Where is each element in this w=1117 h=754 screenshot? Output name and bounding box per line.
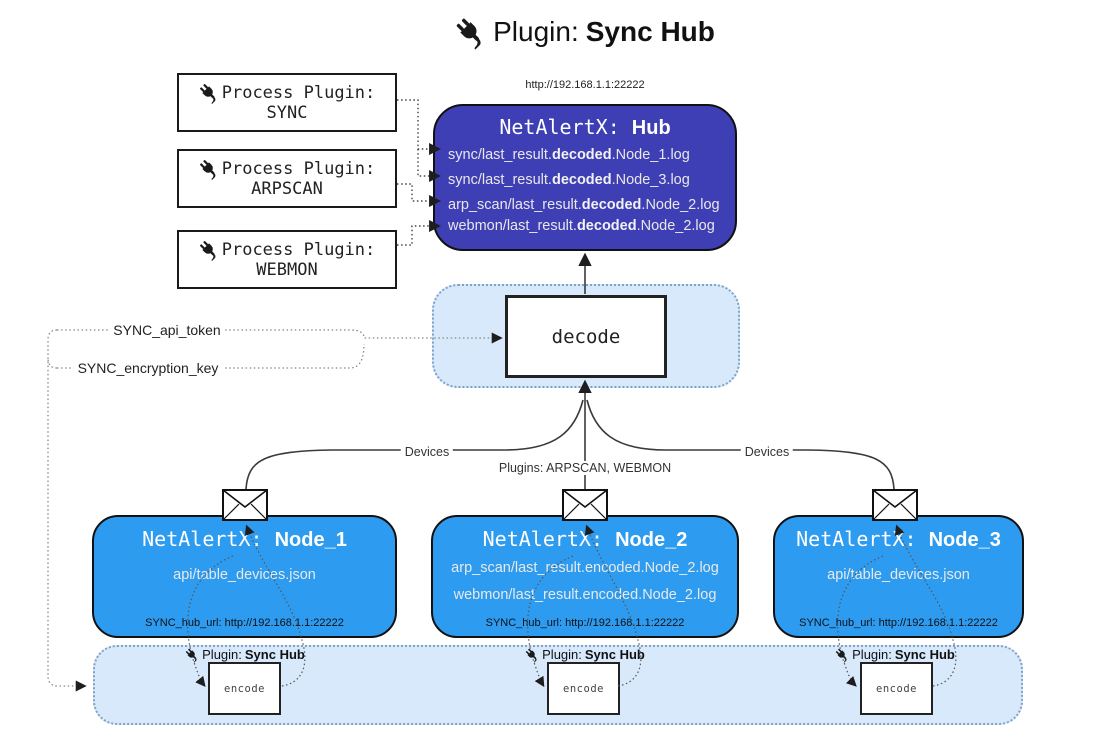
node-hub-url: SYNC_hub_url: http://192.168.1.1:22222 — [145, 617, 344, 629]
node-hub-url: SYNC_hub_url: http://192.168.1.1:22222 — [485, 617, 685, 629]
encoder-label-prefix: Plugin: — [852, 647, 892, 662]
plug-icon — [195, 78, 223, 106]
node-title-bold: Node_1 — [274, 529, 347, 551]
log-bold: decoded — [551, 172, 612, 188]
hub-log-line: webmon/last_result.decoded.Node_2.log — [435, 217, 735, 236]
encode-box: encode — [547, 662, 620, 715]
process-plugin-heading: Process Plugin: — [221, 158, 376, 179]
node-title-bold: Node_3 — [928, 529, 1001, 551]
log-bold: decoded — [581, 197, 642, 213]
encoder-label: Plugin: Sync Hub — [185, 647, 305, 662]
process-plugin-name: SYNC — [266, 102, 308, 123]
plugins-center-label: Plugins: ARPSCAN, WEBMON — [494, 461, 676, 475]
hub-log-line: sync/last_result.decoded.Node_3.log — [435, 171, 735, 190]
plug-icon — [522, 645, 542, 665]
log-bold: decoded — [576, 218, 637, 234]
page-title: Plugin: Sync Hub — [455, 16, 715, 48]
decode-box: decode — [505, 295, 667, 378]
edge-secrets-to-encode-band — [47, 329, 87, 692]
node-title-prefix: NetAlertX: — [142, 527, 275, 551]
encode-box: encode — [860, 662, 933, 715]
node-title-prefix: NetAlertX: — [482, 527, 616, 551]
process-plugin-name: ARPSCAN — [251, 178, 323, 199]
log-post: .Node_2.log — [641, 197, 720, 213]
plug-icon — [832, 645, 852, 665]
node-file: api/table_devices.json — [827, 567, 970, 583]
hub-title-bold: Hub — [631, 117, 671, 139]
node-title-bold: Node_2 — [615, 529, 688, 551]
node-file: webmon/last_result.encoded.Node_2.log — [453, 587, 717, 603]
node-title: NetAlertX: Node_1 — [94, 527, 395, 552]
node-hub-url: SYNC_hub_url: http://192.168.1.1:22222 — [799, 617, 998, 629]
process-plugin-heading: Process Plugin: — [221, 239, 376, 260]
edge-arpscan-to-log3 — [397, 183, 441, 207]
hub-log-line: arp_scan/last_result.decoded.Node_2.log — [435, 196, 735, 215]
encoder-label-prefix: Plugin: — [202, 647, 242, 662]
hub-log-line: sync/last_result.decoded.Node_1.log — [435, 146, 735, 165]
log-pre: webmon/last_result. — [448, 218, 577, 234]
node-3-box: NetAlertX: Node_3 api/table_devices.json… — [773, 515, 1024, 638]
envelope-icon — [872, 489, 918, 521]
log-post: .Node_2.log — [636, 218, 715, 234]
hub-title-prefix: NetAlertX: — [499, 115, 632, 139]
encoder-label: Plugin: Sync Hub — [525, 647, 645, 662]
sync-api-token-label: SYNC_api_token — [109, 322, 225, 338]
log-pre: sync/last_result. — [448, 172, 552, 188]
node-title: NetAlertX: Node_3 — [775, 527, 1022, 552]
envelope-icon — [222, 489, 268, 521]
plug-icon — [195, 154, 223, 182]
edge-sync-to-log1 — [397, 99, 441, 155]
encoder-label-bold: Sync Hub — [894, 647, 955, 662]
sync-encryption-key-label: SYNC_encryption_key — [73, 360, 223, 376]
encoder-label: Plugin: Sync Hub — [835, 647, 955, 662]
process-plugin-sync-box: Process Plugin: SYNC — [177, 73, 397, 132]
node-title-prefix: NetAlertX: — [796, 527, 929, 551]
hub-url: http://192.168.1.1:22222 — [525, 79, 645, 91]
hub-title: NetAlertX: Hub — [435, 115, 735, 140]
process-plugin-name: WEBMON — [256, 259, 318, 280]
encoder-label-prefix: Plugin: — [542, 647, 582, 662]
encoder-label-bold: Sync Hub — [584, 647, 645, 662]
log-bold: decoded — [551, 147, 612, 163]
edge-key-left-elbow — [47, 357, 58, 369]
process-plugin-heading: Process Plugin: — [221, 82, 376, 103]
log-post: .Node_3.log — [611, 172, 690, 188]
plug-icon — [195, 235, 223, 263]
process-plugin-arpscan-box: Process Plugin: ARPSCAN — [177, 149, 397, 208]
node-file: api/table_devices.json — [173, 567, 316, 583]
node-1-box: NetAlertX: Node_1 api/table_devices.json… — [92, 515, 397, 638]
encoder-label-bold: Sync Hub — [244, 647, 305, 662]
hub-box: NetAlertX: Hub sync/last_result.decoded.… — [433, 104, 737, 251]
devices-right-label: Devices — [740, 445, 794, 459]
process-plugin-webmon-box: Process Plugin: WEBMON — [177, 230, 397, 289]
node-file: arp_scan/last_result.encoded.Node_2.log — [451, 560, 719, 576]
node-title: NetAlertX: Node_2 — [433, 527, 737, 552]
page-title-prefix: Plugin: — [493, 16, 579, 47]
envelope-icon — [562, 489, 608, 521]
plug-icon — [182, 645, 202, 665]
log-post: .Node_1.log — [611, 147, 690, 163]
edge-webmon-to-log4 — [397, 220, 441, 246]
devices-left-label: Devices — [400, 445, 454, 459]
plug-icon — [449, 10, 493, 54]
log-pre: arp_scan/last_result. — [448, 197, 582, 213]
node-2-box: NetAlertX: Node_2 arp_scan/last_result.e… — [431, 515, 739, 638]
log-pre: sync/last_result. — [448, 147, 552, 163]
page-title-bold: Sync Hub — [585, 16, 715, 47]
encode-box: encode — [208, 662, 281, 715]
